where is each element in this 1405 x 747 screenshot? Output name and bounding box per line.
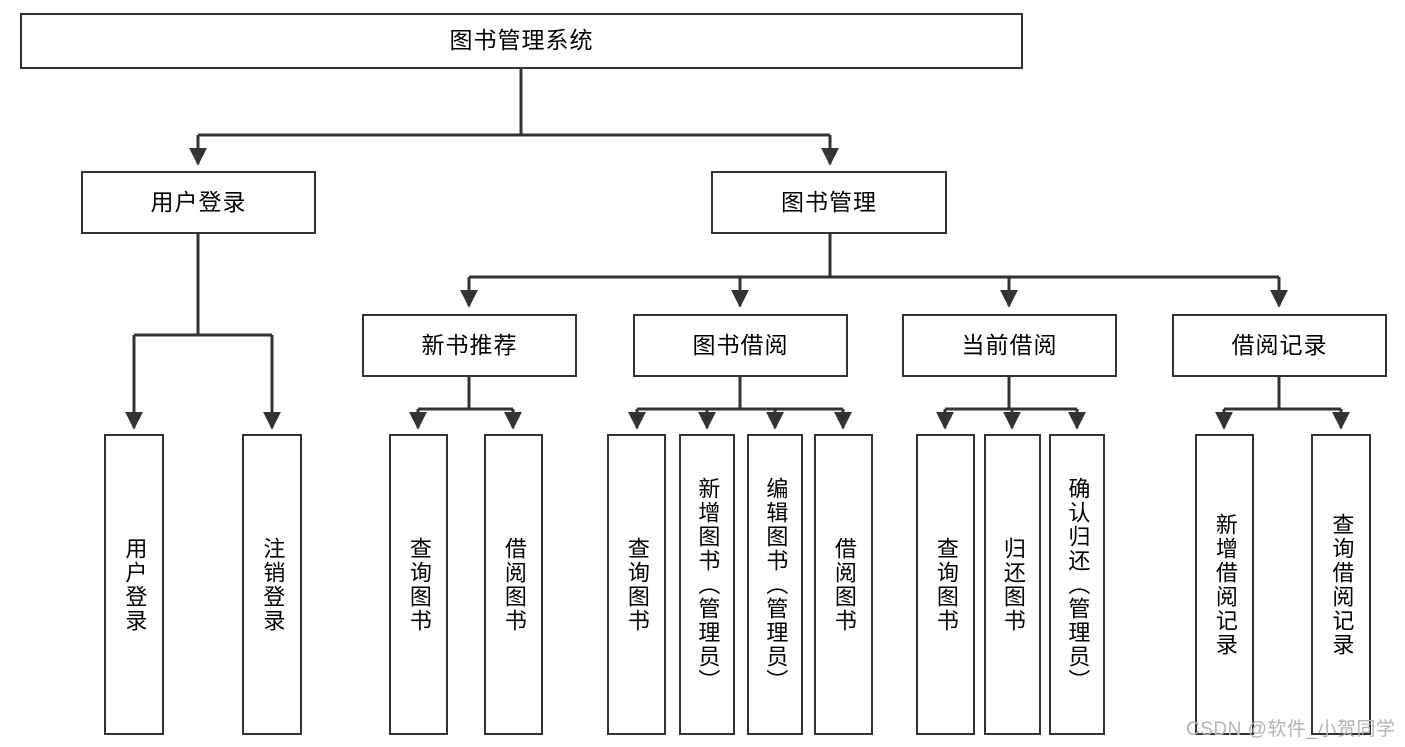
- node-leaf-query-book-1[interactable]: 查询图书: [389, 434, 448, 735]
- node-leaf-add-record[interactable]: 新增借阅记录: [1195, 434, 1254, 735]
- node-leaf-query-book-3-label: 查询图书: [933, 536, 959, 633]
- watermark: CSDN @软件_小贺同学: [1186, 719, 1396, 740]
- node-user-login[interactable]: 用户登录: [81, 171, 316, 234]
- node-root-label: 图书管理系统: [449, 27, 594, 54]
- node-leaf-borrow-book-1-label: 借阅图书: [501, 536, 527, 633]
- node-leaf-confirm-return-label: 确认归还（管理员）: [1065, 476, 1091, 693]
- node-leaf-return-book[interactable]: 归还图书: [984, 434, 1041, 735]
- node-leaf-borrow-book-1[interactable]: 借阅图书: [484, 434, 543, 735]
- node-leaf-user-login-label: 用户登录: [122, 536, 148, 633]
- node-leaf-query-record-label: 查询借阅记录: [1329, 512, 1355, 657]
- node-new-book-recommend-label: 新书推荐: [421, 331, 518, 358]
- node-leaf-query-book-3[interactable]: 查询图书: [916, 434, 975, 735]
- node-book-management-label: 图书管理: [781, 188, 877, 215]
- node-borrow-record[interactable]: 借阅记录: [1172, 314, 1387, 377]
- node-current-borrow-label: 当前借阅: [961, 331, 1058, 358]
- node-leaf-logout-login-label: 注销登录: [260, 536, 286, 633]
- node-leaf-query-book-2[interactable]: 查询图书: [607, 434, 666, 735]
- node-leaf-edit-book-label: 编辑图书（管理员）: [763, 476, 789, 693]
- node-book-borrow-label: 图书借阅: [692, 331, 789, 358]
- node-leaf-borrow-book-2-label: 借阅图书: [831, 536, 857, 633]
- node-root[interactable]: 图书管理系统: [20, 13, 1023, 69]
- node-book-management[interactable]: 图书管理: [711, 171, 947, 234]
- node-user-login-label: 用户登录: [150, 188, 247, 215]
- node-leaf-add-book[interactable]: 新增图书（管理员）: [679, 434, 735, 735]
- node-leaf-query-record[interactable]: 查询借阅记录: [1311, 434, 1371, 735]
- node-book-borrow[interactable]: 图书借阅: [633, 314, 848, 377]
- node-leaf-edit-book[interactable]: 编辑图书（管理员）: [747, 434, 803, 735]
- node-leaf-query-book-2-label: 查询图书: [624, 536, 650, 633]
- node-current-borrow[interactable]: 当前借阅: [902, 314, 1117, 377]
- node-leaf-user-login[interactable]: 用户登录: [104, 434, 164, 735]
- node-leaf-return-book-label: 归还图书: [1000, 536, 1026, 633]
- node-leaf-add-book-label: 新增图书（管理员）: [695, 476, 721, 693]
- node-leaf-query-book-1-label: 查询图书: [406, 536, 432, 633]
- node-leaf-logout-login[interactable]: 注销登录: [242, 434, 302, 735]
- node-new-book-recommend[interactable]: 新书推荐: [362, 314, 577, 377]
- node-leaf-borrow-book-2[interactable]: 借阅图书: [814, 434, 873, 735]
- node-borrow-record-label: 借阅记录: [1231, 331, 1328, 358]
- node-leaf-confirm-return[interactable]: 确认归还（管理员）: [1049, 434, 1105, 735]
- node-leaf-add-record-label: 新增借阅记录: [1212, 512, 1238, 657]
